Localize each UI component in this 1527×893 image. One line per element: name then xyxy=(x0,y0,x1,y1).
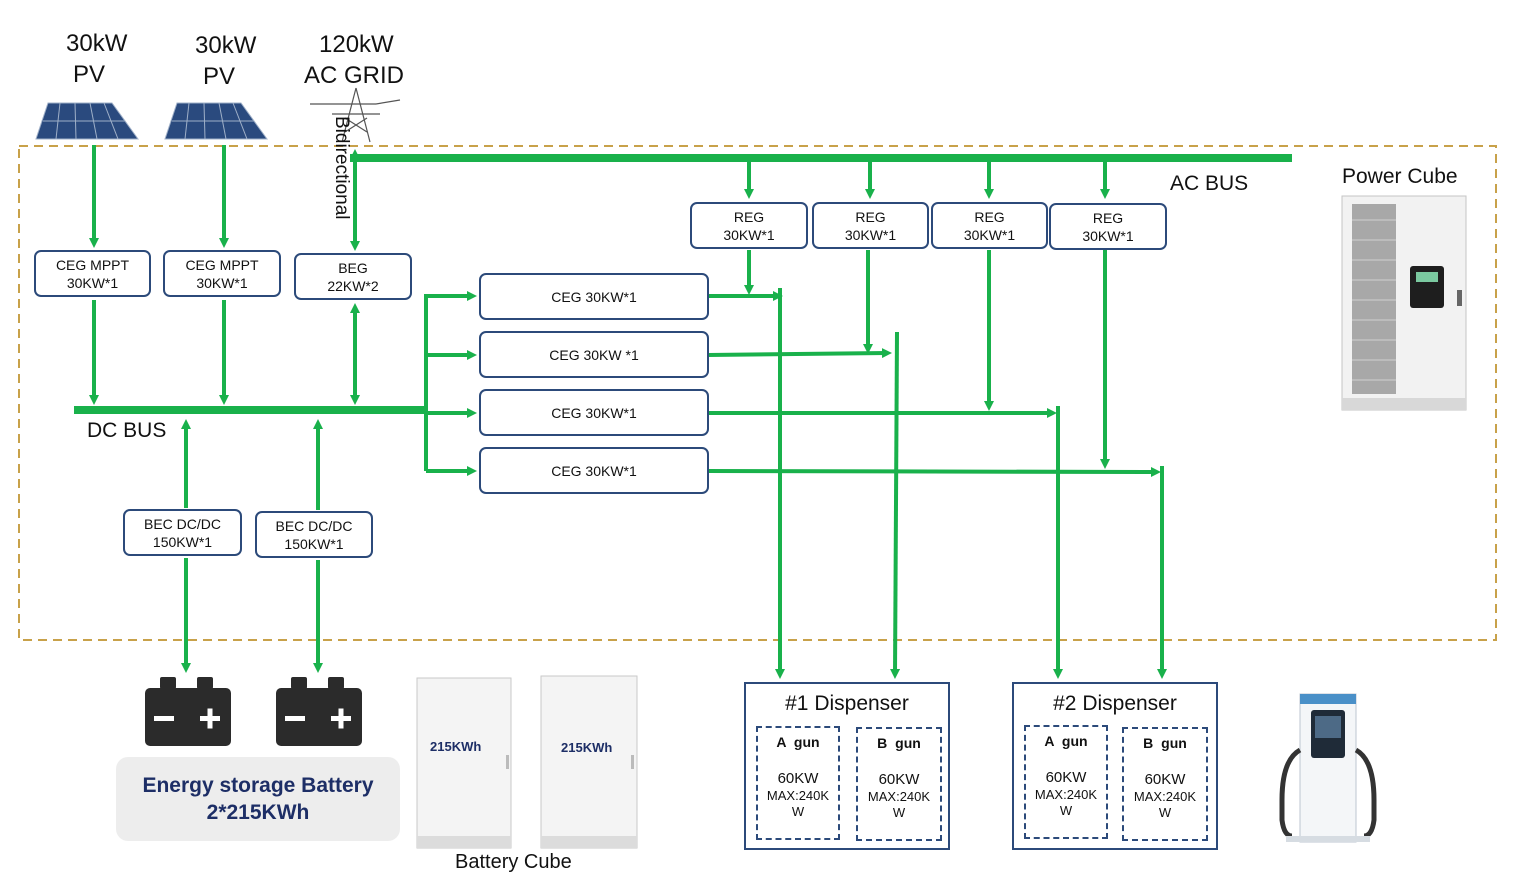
bidirectional-label: Bidirectional xyxy=(331,116,352,220)
gun-power: 60KW xyxy=(878,771,920,788)
reg-4-name: REG xyxy=(1092,209,1124,226)
power-cube-cabinet-icon xyxy=(1341,195,1467,411)
gun-name: B gun xyxy=(1143,735,1187,751)
bec-2-name: BEC DC/DC xyxy=(275,517,353,534)
bec-1-name: BEC DC/DC xyxy=(143,515,221,532)
battery-cube-label: Battery Cube xyxy=(455,851,572,873)
bec-2-rating: 150KW*1 xyxy=(284,535,344,552)
reg-2-box: REG 30KW*1 xyxy=(812,202,929,249)
gun-max: MAX:240K W xyxy=(766,788,830,819)
reg-1-box: REG 30KW*1 xyxy=(690,202,808,249)
battery-icon-1 xyxy=(145,677,231,746)
ceg-mppt-1-name: CEG MPPT xyxy=(55,256,130,273)
gun-name: B gun xyxy=(877,735,921,751)
reg-1-name: REG xyxy=(733,208,765,225)
reg-3-box: REG 30KW*1 xyxy=(931,202,1048,249)
ceg-mppt-2-rating: 30KW*1 xyxy=(196,274,248,291)
dispenser-1-title: #1 Dispenser xyxy=(785,692,909,715)
reg-4-box: REG 30KW*1 xyxy=(1049,203,1167,250)
ev-charger-icon xyxy=(1279,693,1377,843)
bec-1-rating: 150KW*1 xyxy=(152,533,213,550)
dispenser-2: #2 Dispenser A gun 60KW MAX:240K W B gun… xyxy=(1012,682,1218,850)
dispenser-1-gun-a: A gun 60KW MAX:240K W xyxy=(756,726,840,840)
pv1-name-label: PV xyxy=(73,61,106,88)
battery-cabinet-1-label: 215KWh xyxy=(430,739,482,754)
pv1-power-label: 30kW xyxy=(66,30,128,57)
energy-storage-capacity: 2*215KWh xyxy=(206,801,310,824)
reg-3-rating: 30KW*1 xyxy=(963,226,1016,243)
energy-storage-battery-panel: Energy storage Battery 2*215KWh xyxy=(116,757,400,841)
gun-name: A gun xyxy=(776,734,820,750)
dispenser-1: #1 Dispenser A gun 60KW MAX:240K W B gun… xyxy=(744,682,950,850)
ceg-mppt-2-name: CEG MPPT xyxy=(185,256,259,273)
ceg-mppt-1-rating: 30KW*1 xyxy=(66,274,119,291)
ceg-2-label: CEG 30KW *1 xyxy=(549,346,639,363)
reg-3-name: REG xyxy=(974,208,1005,225)
ceg-3-box: CEG 30KW*1 xyxy=(479,389,709,436)
reg-4-rating: 30KW*1 xyxy=(1082,227,1134,244)
grid-name-label: AC GRID xyxy=(304,62,405,89)
ceg-1-label: CEG 30KW*1 xyxy=(551,288,637,305)
bec-2-box: BEC DC/DC 150KW*1 xyxy=(255,511,373,558)
dc-bus-label: DC BUS xyxy=(87,419,167,442)
gun-power: 60KW xyxy=(1144,771,1186,788)
ac-bus-label: AC BUS xyxy=(1170,172,1249,195)
beg-name: BEG xyxy=(338,259,368,276)
battery-cabinet-icon-2 xyxy=(540,675,638,849)
battery-cabinet-2-label: 215KWh xyxy=(561,740,613,755)
power-tower-icon xyxy=(310,87,401,143)
solar-panel-icon-2 xyxy=(164,102,268,140)
reg-2-name: REG xyxy=(855,208,886,225)
beg-rating: 22KW*2 xyxy=(327,277,379,294)
dispenser-2-gun-b: B gun 60KW MAX:240K W xyxy=(1122,727,1208,841)
gun-power: 60KW xyxy=(1045,769,1087,786)
ceg-mppt-1-box: CEG MPPT 30KW*1 xyxy=(34,250,151,297)
solar-panel-icon-1 xyxy=(35,102,139,140)
dispenser-2-title: #2 Dispenser xyxy=(1053,692,1177,715)
gun-max: MAX:240K W xyxy=(1034,787,1098,818)
battery-cabinet-icon-1 xyxy=(416,677,512,849)
gun-max: MAX:240K W xyxy=(1133,789,1197,820)
dispenser-2-gun-a: A gun 60KW MAX:240K W xyxy=(1024,725,1108,839)
ceg-1-box: CEG 30KW*1 xyxy=(479,273,709,320)
reg-2-rating: 30KW*1 xyxy=(844,226,897,243)
ceg-3-label: CEG 30KW*1 xyxy=(551,404,637,421)
grid-power-label: 120kW xyxy=(319,31,394,58)
gun-power: 60KW xyxy=(777,770,819,787)
ceg-mppt-2-box: CEG MPPT 30KW*1 xyxy=(163,250,281,297)
energy-storage-title: Energy storage Battery xyxy=(142,774,374,797)
gun-name: A gun xyxy=(1044,733,1088,749)
dispenser-1-gun-b: B gun 60KW MAX:240K W xyxy=(856,727,942,841)
power-cube-label: Power Cube xyxy=(1342,165,1458,188)
ceg-4-box: CEG 30KW*1 xyxy=(479,447,709,494)
battery-icon-2 xyxy=(276,677,362,746)
pv2-name-label: PV xyxy=(203,63,236,90)
beg-box: BEG 22KW*2 xyxy=(294,253,412,300)
bec-1-box: BEC DC/DC 150KW*1 xyxy=(123,509,242,556)
ceg-4-label: CEG 30KW*1 xyxy=(551,462,637,479)
pv2-power-label: 30kW xyxy=(195,32,257,59)
ceg-2-box: CEG 30KW *1 xyxy=(479,331,709,378)
power-cube-enclosure xyxy=(18,145,1497,641)
reg-1-rating: 30KW*1 xyxy=(723,226,775,243)
gun-max: MAX:240K W xyxy=(867,789,931,820)
